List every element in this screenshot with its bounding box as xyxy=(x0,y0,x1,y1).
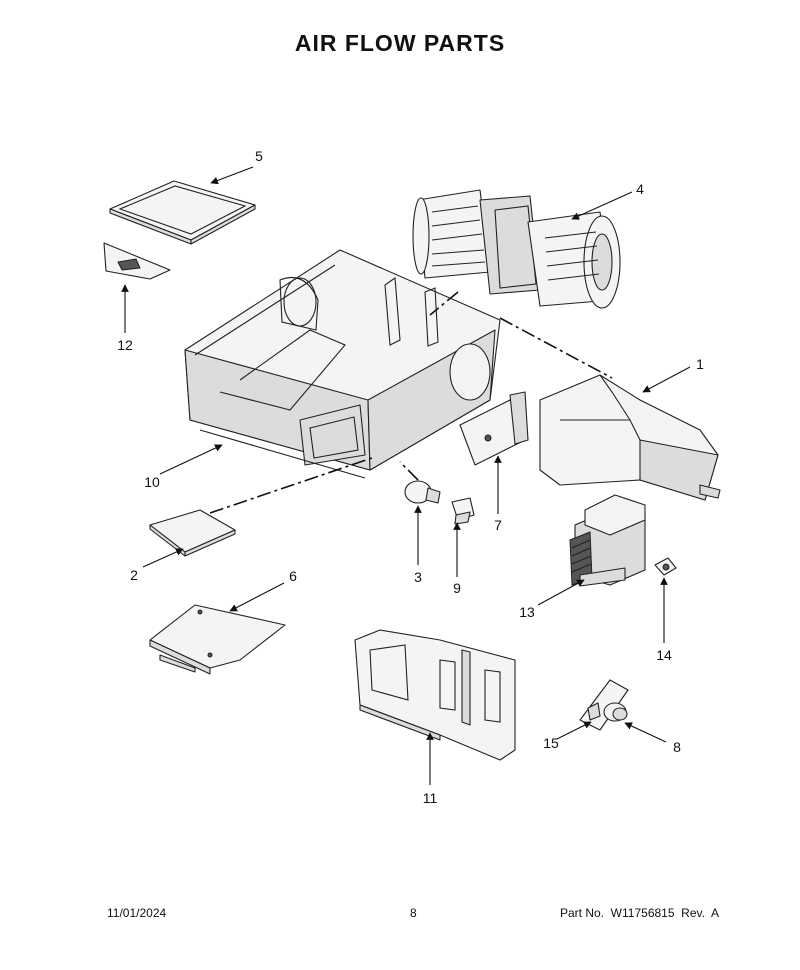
callout-2: 2 xyxy=(130,567,138,583)
callout-10: 10 xyxy=(144,474,160,490)
part-14-thermostat xyxy=(654,557,677,576)
part-9-lamp-socket xyxy=(451,497,475,525)
callout-4: 4 xyxy=(636,181,644,197)
page-title: AIR FLOW PARTS xyxy=(294,30,506,56)
part-1-exhaust-duct xyxy=(539,374,721,501)
part-4-blower-motor xyxy=(412,189,621,309)
leader-lines xyxy=(121,166,691,785)
callout-15: 15 xyxy=(543,735,559,751)
callout-6: 6 xyxy=(289,568,297,584)
part-3-lamp xyxy=(404,480,441,504)
part-12-label-plate xyxy=(103,242,171,280)
part-6-cover xyxy=(149,604,286,675)
footer-part-number: Part No. W11756815 Rev. A xyxy=(560,906,719,920)
assembly-lines xyxy=(209,291,613,514)
callout-9: 9 xyxy=(453,580,461,596)
part-5-grease-filter xyxy=(109,180,256,245)
callout-13: 13 xyxy=(519,604,535,620)
footer-page-number: 8 xyxy=(410,906,417,920)
callout-14: 14 xyxy=(656,647,672,663)
callout-5: 5 xyxy=(255,148,263,164)
part-7-bracket xyxy=(459,391,529,466)
callout-11: 11 xyxy=(423,790,438,806)
callout-12: 12 xyxy=(117,337,133,353)
callout-8: 8 xyxy=(673,739,681,755)
callout-7: 7 xyxy=(494,517,502,533)
part-2-plate xyxy=(149,509,236,557)
part-15-switch-bracket xyxy=(579,679,629,731)
callout-1: 1 xyxy=(696,356,704,372)
part-10-airflow-duct xyxy=(184,249,501,479)
footer-date: 11/01/2024 xyxy=(107,906,167,920)
part-8-knob xyxy=(603,702,628,722)
part-11-panel xyxy=(354,629,516,761)
callout-3: 3 xyxy=(414,569,422,585)
part-13-transformer xyxy=(569,494,646,587)
